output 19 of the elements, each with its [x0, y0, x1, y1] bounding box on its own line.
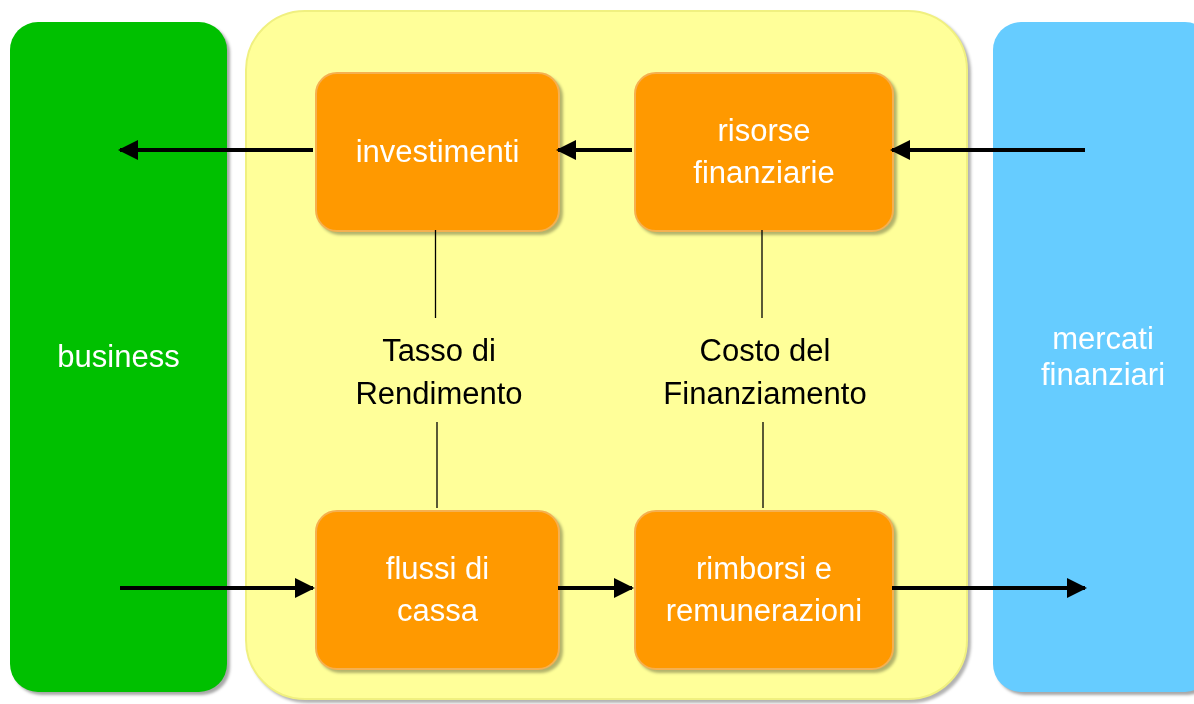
arrow — [556, 140, 632, 160]
arrow — [890, 140, 1085, 160]
text-label: Costo del Finanziamento — [634, 320, 896, 424]
connector-line — [761, 229, 763, 319]
arrow — [120, 578, 315, 598]
process-box: flussi di cassa — [315, 510, 560, 670]
connector-line — [434, 229, 437, 319]
connector-line — [436, 421, 438, 509]
arrow — [558, 578, 634, 598]
panel-background — [245, 10, 968, 700]
arrow — [892, 578, 1087, 598]
arrow — [118, 140, 313, 160]
column-band: business — [10, 22, 227, 692]
process-box: rimborsi e remunerazioni — [634, 510, 894, 670]
process-box: investimenti — [315, 72, 560, 232]
column-band: mercati finanziari — [993, 22, 1194, 692]
process-box: risorse finanziarie — [634, 72, 894, 232]
connector-line — [762, 421, 764, 509]
text-label: Tasso di Rendimento — [329, 320, 549, 424]
